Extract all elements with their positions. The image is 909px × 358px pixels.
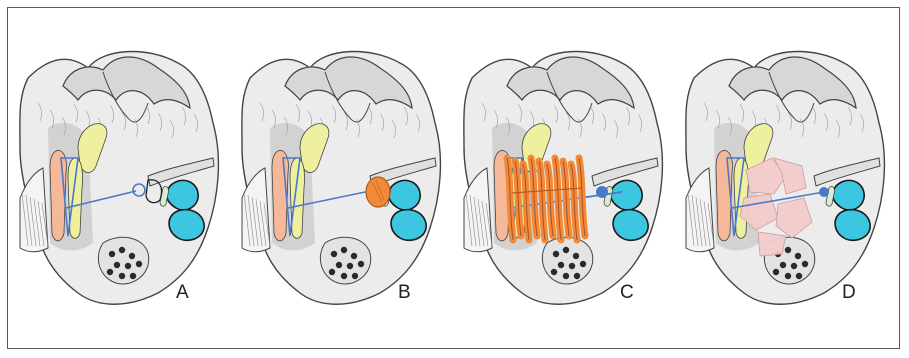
incus: [68, 158, 83, 238]
panel-label: A: [176, 282, 189, 304]
panel-label: C: [620, 282, 634, 304]
panel-d: D: [674, 8, 897, 348]
ear-anatomy-drawing: [230, 8, 453, 348]
panel-c: C: [452, 8, 675, 348]
mastoid-air-cells: [542, 237, 592, 284]
panel-a: A: [8, 8, 231, 348]
ear-anatomy-drawing: [8, 8, 231, 348]
panel-b: B: [230, 8, 453, 348]
figure-frame: A B C D: [7, 7, 900, 349]
panel-label: B: [398, 282, 411, 304]
ear-anatomy-drawing: [674, 8, 897, 348]
ear-anatomy-drawing: [452, 8, 675, 348]
mastoid-air-cells: [98, 237, 148, 284]
mastoid-air-cells: [320, 237, 370, 284]
incus: [290, 158, 305, 238]
panel-label: D: [842, 282, 856, 304]
